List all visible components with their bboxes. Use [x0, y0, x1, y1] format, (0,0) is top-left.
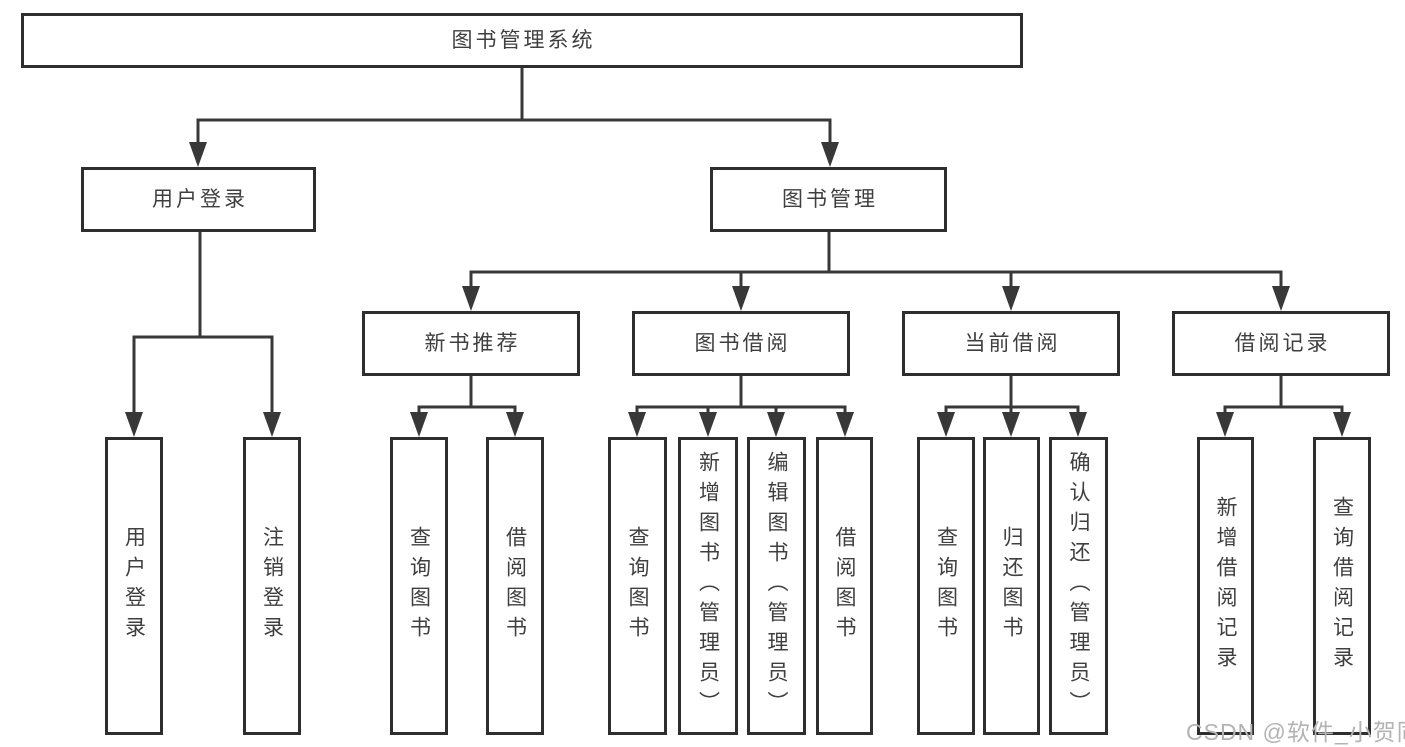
node-label: 新书推荐: [424, 332, 521, 355]
leaf-query-borrow-record: 查询借阅记录: [1313, 437, 1371, 735]
leaf-edit-books-admin: 编辑图书（管理员）: [747, 437, 806, 735]
watermark: CSDN @软件_小贺同学: [1186, 719, 1405, 745]
node-label: 确认归还（管理员）: [1067, 451, 1090, 721]
node-label: 编辑图书（管理员）: [765, 451, 788, 721]
node-label: 借阅图书: [503, 526, 527, 646]
node-label: 查询图书: [407, 526, 431, 646]
node-label: 图书管理: [782, 188, 878, 211]
node-borrow-records: 借阅记录: [1172, 311, 1390, 376]
node-label: 查询图书: [626, 526, 649, 646]
node-label: 归还图书: [1000, 526, 1023, 646]
node-label: 借阅记录: [1234, 332, 1331, 355]
node-label: 图书管理系统: [451, 29, 596, 52]
leaf-logout: 注销登录: [243, 437, 301, 735]
leaf-query-books-recommend: 查询图书: [390, 437, 448, 735]
node-label: 图书借阅: [694, 332, 791, 355]
node-label: 新增图书（管理员）: [696, 451, 720, 721]
node-label: 用户登录: [152, 188, 248, 211]
node-label: 新增借阅记录: [1214, 496, 1237, 676]
node-library-management-system: 图书管理系统: [21, 13, 1023, 68]
node-label: 当前借阅: [964, 332, 1061, 355]
leaf-query-books-current: 查询图书: [917, 437, 975, 735]
node-label: 注销登录: [260, 526, 284, 646]
node-book-management: 图书管理: [710, 167, 947, 232]
leaf-user-login: 用户登录: [105, 437, 163, 735]
leaf-add-books-admin: 新增图书（管理员）: [678, 437, 738, 735]
leaf-borrow-books-recommend: 借阅图书: [486, 437, 544, 735]
node-current-borrowing: 当前借阅: [902, 311, 1120, 376]
node-book-borrowing: 图书借阅: [632, 311, 850, 376]
leaf-confirm-return-admin: 确认归还（管理员）: [1049, 437, 1108, 735]
node-label: 查询图书: [934, 526, 958, 646]
node-user-login: 用户登录: [81, 167, 316, 232]
node-label: 用户登录: [122, 526, 146, 646]
leaf-query-books-borrowing: 查询图书: [608, 437, 667, 735]
leaf-return-books: 归还图书: [983, 437, 1040, 735]
node-label: 查询借阅记录: [1330, 496, 1354, 676]
node-label: 借阅图书: [833, 526, 856, 646]
leaf-add-borrow-record: 新增借阅记录: [1197, 437, 1254, 735]
node-new-book-recommend: 新书推荐: [362, 311, 580, 376]
leaf-borrow-books: 借阅图书: [816, 437, 873, 735]
